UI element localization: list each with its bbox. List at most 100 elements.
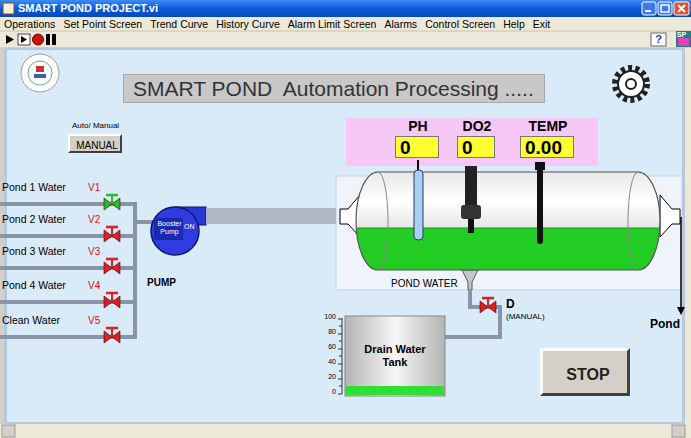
- front-panel: [0, 48, 691, 438]
- gear-logo: [615, 68, 647, 100]
- pump-plate: [154, 218, 183, 240]
- drain-pipe: [445, 290, 500, 337]
- readout-heading: TEMP: [529, 118, 568, 134]
- toolbar-icons: [18, 34, 30, 45]
- inlet-label: Pond 2 Water: [2, 213, 66, 225]
- gear-logo: [615, 68, 647, 100]
- valve-label: V5: [88, 315, 100, 327]
- inlet-valves: [104, 328, 120, 343]
- scale-number: 0: [312, 388, 336, 396]
- window-frame: [658, 2, 672, 15]
- window-frame: [674, 2, 689, 15]
- tank-flanges: [660, 195, 680, 237]
- menu-item: Alarms: [384, 18, 417, 30]
- sensors: [414, 170, 423, 240]
- inlet-valves: [104, 227, 120, 242]
- front-panel: [4, 48, 685, 424]
- button-label: MANUAL: [76, 140, 118, 152]
- menu-item: Set Point Screen: [63, 18, 142, 30]
- menu-item: Exit: [533, 18, 551, 30]
- pond-water-tank: [378, 172, 388, 270]
- gear-logo: [626, 79, 636, 89]
- inlet-valves: [104, 195, 120, 343]
- scale-number: 80: [312, 328, 336, 336]
- booster-pump: Booster PumpONPUMP: [150, 205, 200, 257]
- temp-readout: TEMP0.00: [520, 136, 574, 158]
- tank-label: POND WATER: [391, 278, 458, 290]
- front-panel: [7, 50, 682, 422]
- valve-label: D: [506, 298, 515, 312]
- inlet-valves: [104, 195, 120, 210]
- sensors: [468, 219, 474, 233]
- scale-number: 100: [312, 313, 336, 321]
- sensors: [414, 160, 545, 244]
- mode-caption: Auto/ Manual: [72, 121, 119, 130]
- drain-water-tank: [346, 386, 444, 395]
- logo: [36, 66, 44, 72]
- toolbar-icons: [21, 36, 27, 43]
- drain-water-tank: [345, 316, 445, 396]
- pump-caption: PUMP: [147, 277, 176, 289]
- front-panel: [2, 425, 15, 437]
- stop-label: STOP: [566, 366, 609, 384]
- drain-tank-label: Drain Water Tank: [353, 343, 437, 368]
- title-banner: SMART POND Automation Processing .....: [123, 74, 545, 103]
- pond-water-tank: POND WATER: [336, 176, 682, 290]
- toolbar-icons: [678, 38, 689, 46]
- menu-item: History Curve: [216, 18, 280, 30]
- readout-value: 0.00: [525, 137, 562, 159]
- sensors: [461, 205, 481, 219]
- scale-number: 20: [312, 373, 336, 381]
- pump-label: Booster Pump: [156, 220, 183, 236]
- window-frame: [642, 2, 656, 15]
- outlet-arrow: [677, 217, 685, 315]
- inlet-label: Clean Water: [2, 314, 60, 326]
- menu-item: Control Screen: [425, 18, 495, 30]
- pond-water-tank: [356, 172, 660, 270]
- tank-flanges: [462, 270, 478, 290]
- inlet-valves: [104, 259, 120, 274]
- valve-label: V4: [88, 280, 100, 292]
- toolbar-icons: [6, 35, 14, 44]
- outlet-label: Pond: [650, 318, 680, 332]
- ph-readout: PH0: [395, 136, 439, 158]
- valve-label: V3: [88, 246, 100, 258]
- sp-icon-text: SP: [674, 31, 689, 39]
- inlet-pipes: [135, 220, 154, 224]
- scale-number: 40: [312, 358, 336, 366]
- outlet-arrow: [677, 307, 685, 315]
- front-panel: [0, 424, 691, 438]
- pump-status: ON: [184, 223, 195, 231]
- drain-valve: [480, 298, 496, 313]
- inlet-valves: [104, 293, 120, 308]
- do2-readout: DO20: [457, 136, 495, 158]
- valve-label: V1: [88, 182, 100, 194]
- logo: [28, 61, 52, 85]
- readout-heading: PH: [408, 118, 427, 134]
- window-frame: [645, 10, 651, 12]
- readout-panel: [346, 118, 598, 166]
- pond-water-tank: [357, 228, 659, 229]
- sensors: [417, 160, 419, 170]
- sensors: [537, 168, 543, 244]
- menu-item: Trend Curve: [150, 18, 208, 30]
- logo: [21, 54, 59, 92]
- main-pipe: [206, 208, 336, 224]
- help-icon-text: ?: [651, 33, 666, 46]
- pond-water-tank: [628, 172, 638, 270]
- toolbar-icons: [46, 34, 50, 45]
- window-frame: [678, 5, 685, 12]
- readout-heading: DO2: [463, 118, 492, 134]
- stop-button: STOP: [540, 348, 630, 396]
- toolbar-icons: [651, 33, 666, 46]
- toolbar-icons: [33, 34, 44, 45]
- front-panel: [685, 48, 691, 424]
- pump-circle: [151, 207, 199, 255]
- drain-water-tank: [338, 319, 342, 394]
- window-frame: [0, 17, 691, 47]
- toolbar-icons: [6, 31, 691, 47]
- valve-mode: (MANUAL): [506, 312, 545, 321]
- logo: [21, 54, 59, 92]
- menu-item: Operations: [4, 18, 55, 30]
